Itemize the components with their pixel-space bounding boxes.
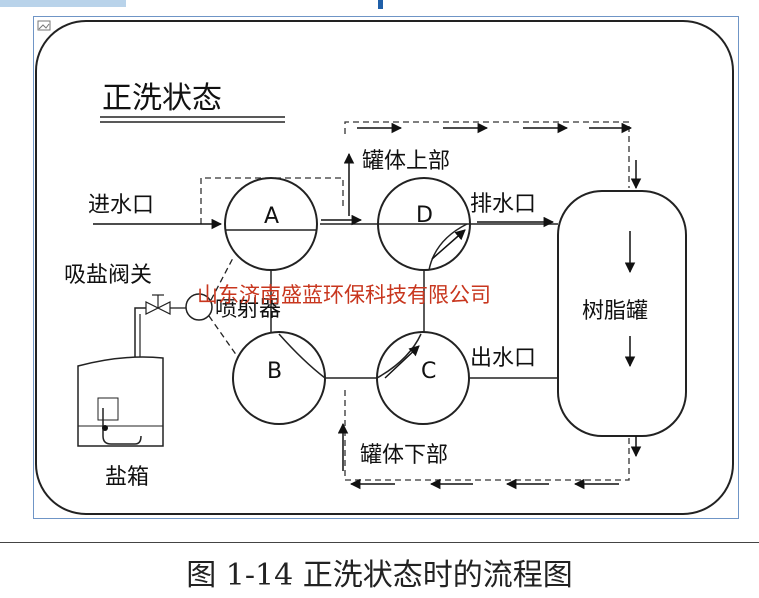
salt-box-label: 盐箱 (105, 465, 149, 490)
figure-caption: 图 1-14 正洗状态时的流程图 (186, 558, 573, 593)
ejector-to-a (210, 257, 234, 301)
resin-tank-label: 树脂罐 (582, 299, 648, 324)
valve-a: A (224, 177, 318, 271)
ejector-to-b (208, 315, 238, 357)
valve-b-label: B (267, 359, 282, 384)
valve-b: B (232, 331, 326, 425)
top-flow-dashed (344, 121, 630, 188)
drain-label: 排水口 (470, 192, 536, 217)
image-frame (33, 16, 739, 519)
caption-divider (0, 542, 759, 543)
resin-tank (557, 190, 687, 437)
top-bar-mark (378, 0, 383, 9)
tank-top-label: 罐体上部 (362, 149, 450, 174)
ejector-label: 喷射器 (215, 297, 281, 322)
valve-d-label: D (416, 203, 433, 228)
ejector (185, 293, 213, 321)
outlet-label: 出水口 (470, 346, 536, 371)
valve-c-label: C (421, 359, 436, 384)
inlet-label: 进水口 (88, 193, 154, 218)
salt-box (77, 356, 164, 447)
bypass-dashed (200, 177, 344, 224)
valve-c: C (376, 331, 470, 425)
image-placeholder-icon (37, 20, 51, 31)
valve-d: D (377, 177, 471, 271)
valve-a-label: A (264, 204, 279, 229)
tank-bottom-label: 罐体下部 (360, 443, 448, 468)
diagram-panel (35, 20, 734, 515)
top-bar-decoration (0, 0, 126, 7)
flow-diagram: 正洗状态 树脂罐 罐体上部 罐体下部 进水口 排水口 出水口 (35, 20, 734, 515)
watermark-text: 山东济南盛蓝环保科技有限公司 (197, 283, 491, 307)
salt-valve-symbol (145, 294, 171, 315)
diagram-title: 正洗状态 (102, 81, 222, 116)
salt-valve-label: 吸盐阀关 (64, 263, 152, 288)
